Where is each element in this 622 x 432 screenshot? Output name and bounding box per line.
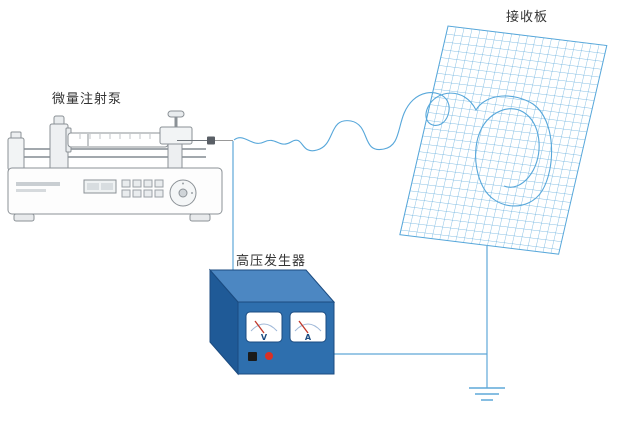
syringe-barrel bbox=[67, 132, 169, 148]
pump-foot bbox=[189, 213, 211, 222]
pump-left-block bbox=[7, 137, 25, 171]
ammeter-needle bbox=[298, 320, 309, 334]
voltmeter-needle bbox=[254, 320, 265, 334]
power-switch bbox=[248, 352, 257, 361]
power-indicator bbox=[265, 352, 273, 360]
pump-knob-tick bbox=[191, 192, 193, 194]
voltmeter: V bbox=[245, 311, 283, 343]
label-collector-plate: 接收板 bbox=[506, 10, 549, 25]
pump-display-digits bbox=[87, 183, 99, 190]
ammeter-scale-arc bbox=[294, 323, 322, 332]
ammeter-face bbox=[289, 311, 327, 343]
voltmeter-scale-arc bbox=[250, 323, 278, 332]
pump-button bbox=[132, 189, 142, 198]
syringe-pump-illustration bbox=[7, 110, 233, 222]
pump-button bbox=[121, 189, 131, 198]
pump-button bbox=[121, 179, 131, 188]
hv-generator-box: V A bbox=[208, 268, 336, 376]
pump-knob-tick bbox=[182, 182, 184, 185]
ammeter-label: A bbox=[305, 333, 312, 342]
pump-foot bbox=[13, 213, 35, 222]
voltmeter-face bbox=[245, 311, 283, 343]
pump-button bbox=[154, 189, 164, 198]
pump-button bbox=[154, 179, 164, 188]
pump-knob-center bbox=[178, 188, 188, 198]
pump-keypad bbox=[121, 179, 164, 198]
brand-text-placeholder bbox=[16, 182, 60, 186]
pump-button bbox=[143, 179, 153, 188]
pump-button bbox=[132, 179, 142, 188]
ground-symbol bbox=[469, 387, 505, 401]
fiber-jet-path bbox=[233, 92, 553, 207]
clamp-screw-handle bbox=[167, 110, 185, 118]
clamp-support-column bbox=[167, 143, 183, 169]
label-hv-generator: 高压发生器 bbox=[236, 254, 307, 269]
label-syringe-pump: 微量注射泵 bbox=[52, 92, 123, 107]
pusher-block bbox=[49, 123, 69, 171]
clamp-block bbox=[159, 126, 193, 145]
collector-plate bbox=[399, 25, 608, 255]
pump-button bbox=[143, 189, 153, 198]
ammeter: A bbox=[289, 311, 327, 343]
needle-connector bbox=[207, 136, 215, 145]
voltmeter-label: V bbox=[261, 333, 268, 342]
collector-plate-grid bbox=[399, 25, 608, 255]
pump-display-digits bbox=[101, 183, 113, 190]
brand-subtext-placeholder bbox=[16, 189, 46, 192]
